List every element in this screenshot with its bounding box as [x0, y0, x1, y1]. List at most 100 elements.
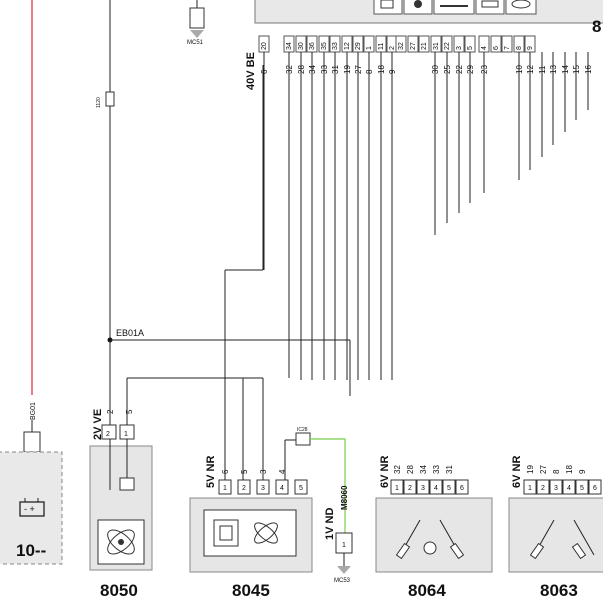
- ic-label: IC28: [297, 427, 308, 433]
- ecu-header-pin-label: 2: [389, 46, 396, 50]
- fuse-icon: [105, 91, 115, 107]
- resistor-icon: [481, 0, 499, 8]
- ecu-wire-label: 19: [343, 65, 352, 74]
- ecu-wire-label: 18: [377, 65, 386, 74]
- ecu-header-pin-label: 5: [467, 46, 474, 50]
- ecu-header-pin: [430, 35, 442, 53]
- connector-pin-label: 3: [421, 485, 425, 492]
- ecu-header-pin-label: 4: [481, 46, 488, 50]
- ecu-header-pin-label: 30: [298, 42, 305, 50]
- ecu-wire-label: 30: [431, 65, 440, 74]
- ecu-wire-label: 9: [388, 69, 397, 74]
- ecu-header-pin: [490, 35, 502, 53]
- svg-text:- +: - +: [24, 504, 35, 514]
- ecu-header-pin-label: 36: [309, 42, 316, 50]
- ecu-header-pin: [418, 35, 430, 53]
- connector-pin: [562, 479, 576, 495]
- connector-pin-label: 3: [261, 485, 265, 492]
- motor-icon: [109, 439, 135, 491]
- ecu-wire-label: 33: [320, 65, 329, 74]
- connector-pin-label: 2: [541, 485, 545, 492]
- ref-8060: M8060: [340, 485, 349, 510]
- ecu-wire-label: 28: [297, 65, 306, 74]
- ecu-header-pin: [501, 35, 513, 53]
- sensor-8064-icon: [395, 519, 465, 560]
- ecu-header-pin-label: 21: [421, 42, 428, 50]
- connector-pin: [575, 479, 589, 495]
- ecu-header-pin-label: 6: [493, 46, 500, 50]
- connector-8060: 1V ND: [324, 508, 336, 540]
- connector-pin-label: 5: [580, 485, 584, 492]
- ecu-wire-label: 31: [331, 65, 340, 74]
- connector-wire-label: 34: [419, 465, 428, 474]
- component-8064-name: 8064: [408, 581, 446, 600]
- connector-wire-label: 9: [578, 469, 587, 474]
- ecu-wire-label: 22: [455, 65, 464, 74]
- pin-8050-2: 2: [106, 431, 110, 438]
- ecu-wire-label: 32: [285, 65, 294, 74]
- bg01-label: BG01: [30, 402, 37, 420]
- sensor-8063-icon: [529, 519, 595, 560]
- ecu-header-pin-label: 29: [355, 42, 362, 50]
- green-wire: [310, 438, 346, 533]
- connector-pin-label: 4: [434, 485, 438, 492]
- fuse-label: 1120: [96, 97, 102, 108]
- ecu-label: 8: [592, 17, 601, 36]
- connector-pin: [523, 479, 537, 495]
- connector-wire-label: 18: [565, 465, 574, 474]
- connector-pin-label: 3: [554, 485, 558, 492]
- ecu-supply-connector: 40V BE: [245, 52, 257, 90]
- gear-icon: [414, 0, 422, 8]
- connector-pin: [549, 479, 563, 495]
- connector-8050: 2V VE: [92, 409, 104, 440]
- ecu-wire-label: 8: [365, 69, 374, 74]
- ecu-wire-label: 11: [538, 65, 547, 74]
- ecu-wire-label: 6: [260, 69, 269, 74]
- pin-8060-1: 1: [342, 542, 346, 549]
- module-8045-icon: [203, 509, 297, 557]
- connector-wire-label: 32: [393, 465, 402, 474]
- connector-pin: [403, 479, 417, 495]
- connector-pin: [237, 479, 251, 495]
- connector-wire-label: 31: [445, 465, 454, 474]
- ecu-wire-label: 13: [549, 65, 558, 74]
- component-8045-name: 8045: [232, 581, 270, 600]
- ecu-header-pin: [407, 35, 419, 53]
- mc51-label: MC51: [187, 40, 204, 46]
- ecu-header-pin-label: 1: [366, 46, 373, 50]
- ecu-header-pin: [395, 35, 407, 53]
- battery-icon: - +: [19, 498, 45, 517]
- component-10-box: [0, 451, 63, 565]
- ground-mc51-icon: [190, 30, 204, 38]
- connector-wire-label: 19: [526, 465, 535, 474]
- ecu-header-pin-label: 32: [398, 42, 405, 50]
- ecu-header-pin-label: 3: [456, 46, 463, 50]
- ecu-header-pin-label: 8: [516, 46, 523, 50]
- component-8063-box: [508, 497, 603, 573]
- component-10-name: 10--: [16, 541, 46, 560]
- connector-wire-label: 8: [552, 469, 561, 474]
- connector-pin: [429, 479, 443, 495]
- connector-wire-label: 27: [539, 465, 548, 474]
- chip-icon: [380, 0, 394, 9]
- connector-pin-label: 2: [408, 485, 412, 492]
- connector-pin: [442, 479, 456, 495]
- connector-pin-label: 5: [299, 485, 303, 492]
- component-8063-name: 8063: [540, 581, 578, 600]
- wire-8050-5: 5: [125, 409, 134, 414]
- connector-pin: [588, 479, 602, 495]
- connector-pin-label: 1: [223, 485, 227, 492]
- ecu-header-pin-label: 33: [332, 42, 339, 50]
- ecu-wire-label: 12: [526, 65, 535, 74]
- ecu-header-pin-label: 34: [286, 42, 293, 50]
- connector-8045: 5V NR: [205, 456, 217, 488]
- ecu-wire-label: 10: [515, 65, 524, 74]
- connector-pin-label: 4: [567, 485, 571, 492]
- connector-wire-label: 28: [406, 465, 415, 474]
- ecu-wire-label: 29: [466, 65, 475, 74]
